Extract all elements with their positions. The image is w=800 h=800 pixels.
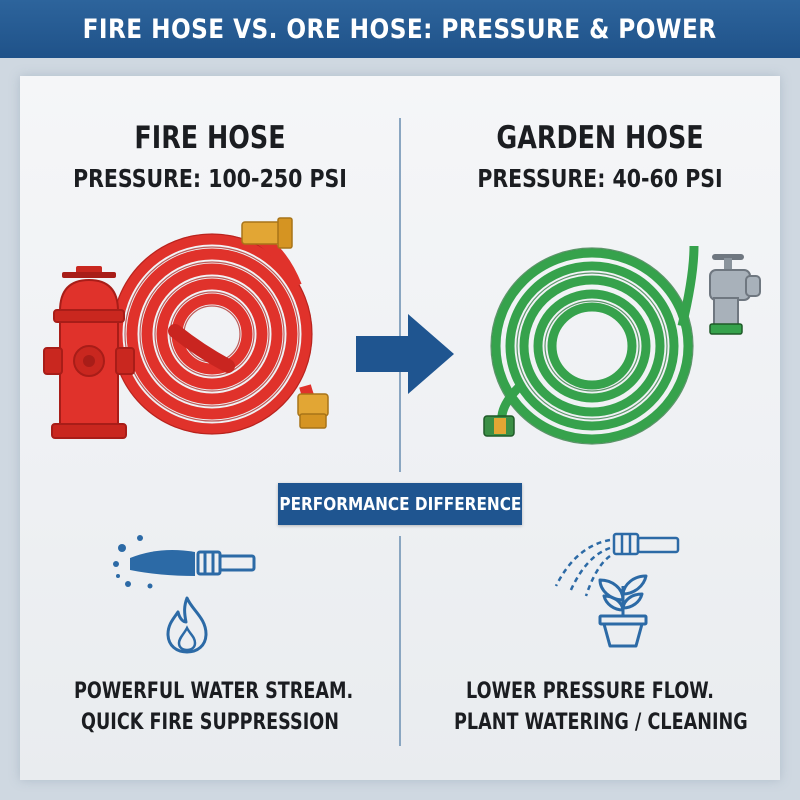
spray-nozzle-icon	[554, 532, 680, 597]
comparison-panel: FIRE HOSE PRESSURE: 100-250 PSI GARDEN H…	[20, 76, 780, 780]
garden-hose-description: LOWER PRESSURE FLOW. PLANT WATERING / CL…	[454, 676, 748, 738]
faucet-icon	[709, 254, 761, 335]
fire-hose-description: POWERFUL WATER STREAM. QUICK FIRE SUPPRE…	[74, 676, 354, 738]
garden-hose-desc-line1: LOWER PRESSURE FLOW.	[466, 679, 714, 704]
garden-hose-pressure: PRESSURE: 40-60 PSI	[477, 164, 723, 193]
water-spray-nozzle-icon	[113, 535, 256, 589]
divider-top	[399, 118, 401, 472]
badge-label: PERFORMANCE DIFFERENCE	[278, 493, 522, 515]
fire-hose-desc-line2: QUICK FIRE SUPPRESSION	[81, 710, 339, 735]
page-title: FIRE HOSE VS. ORE HOSE: PRESSURE & POWER	[83, 13, 717, 45]
fire-hose-title: FIRE HOSE	[134, 120, 286, 156]
fire-hydrant-icon	[43, 266, 135, 439]
performance-difference-badge: PERFORMANCE DIFFERENCE	[278, 483, 522, 525]
garden-hose-title: GARDEN HOSE	[496, 120, 704, 156]
fire-hose-pressure: PRESSURE: 100-250 PSI	[73, 164, 347, 193]
header-banner: FIRE HOSE VS. ORE HOSE: PRESSURE & POWER	[0, 0, 800, 58]
arrow-right-icon	[356, 314, 454, 394]
fire-hose-desc-line1: POWERFUL WATER STREAM.	[74, 679, 354, 704]
fire-hose-icon	[111, 217, 329, 435]
potted-plant-icon	[598, 574, 648, 648]
flame-icon	[166, 596, 208, 654]
garden-hose-desc-line2: PLANT WATERING / CLEANING	[454, 710, 748, 735]
garden-hose-icon	[483, 245, 699, 445]
divider-bottom	[399, 536, 401, 746]
